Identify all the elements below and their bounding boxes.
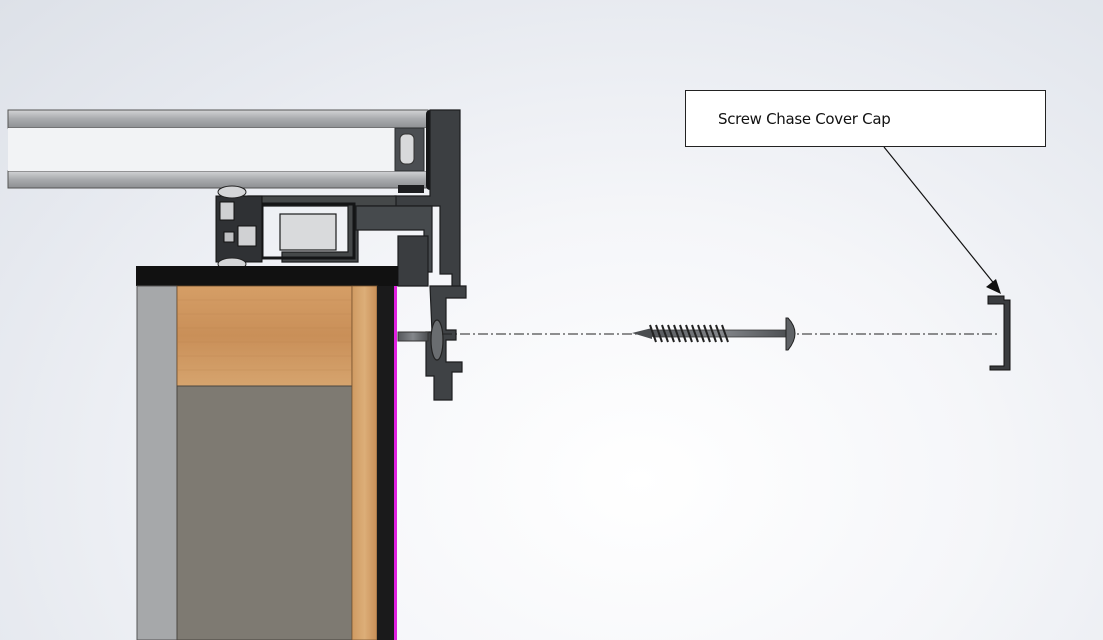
screw-stub [397, 331, 429, 342]
cover-cap [987, 295, 1011, 371]
aluminium-profile [247, 109, 467, 401]
glazing-panel [7, 109, 460, 193]
callout-text: Screw Chase Cover Cap [718, 109, 891, 128]
callout-label: Screw Chase Cover Cap [685, 90, 1046, 147]
glazing-bead [215, 185, 263, 271]
leader-arrowhead [986, 279, 1001, 294]
screw [632, 317, 796, 351]
leader-line [883, 146, 997, 287]
timber-post [136, 266, 398, 640]
